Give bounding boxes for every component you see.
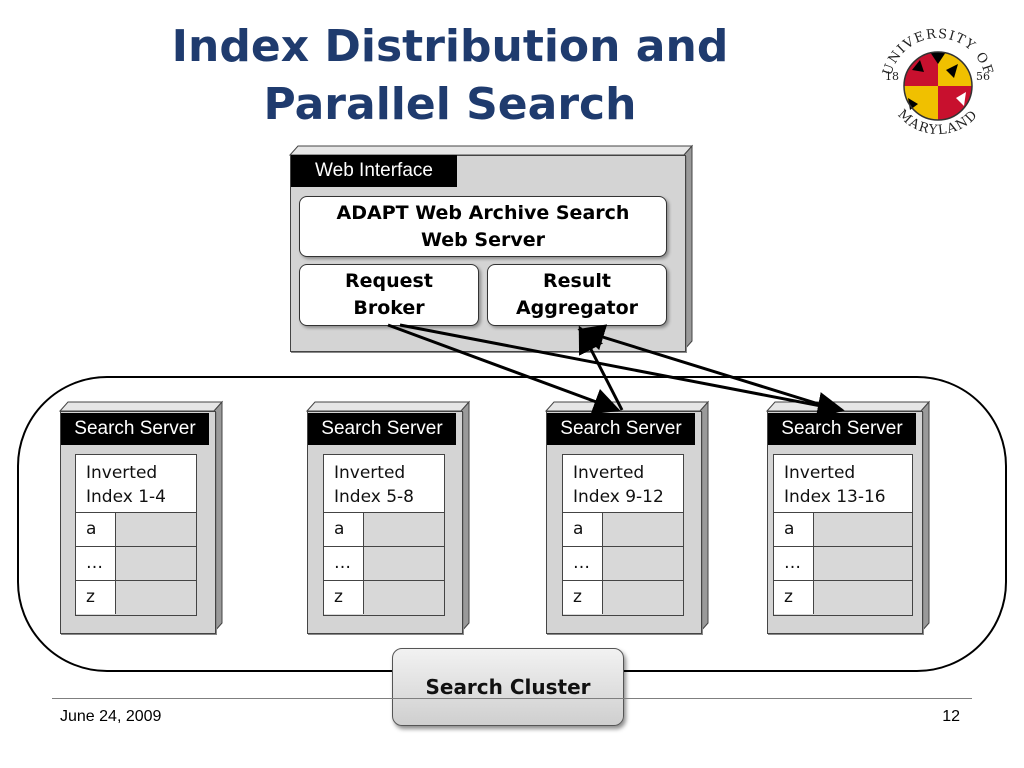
search-server-header-3: Search Server: [547, 413, 695, 445]
index-term: z: [324, 581, 364, 614]
inverted-index-title-line2: Index 13-16: [784, 487, 886, 507]
index-term: …: [324, 547, 364, 580]
index-row: …: [76, 547, 196, 581]
inverted-index-title-line1: Inverted: [573, 463, 645, 483]
slide-title-line1: Index Distribution and: [171, 21, 729, 72]
inverted-index-title-line1: Inverted: [86, 463, 158, 483]
request-broker-label-line2: Broker: [353, 297, 425, 319]
arrow-server-4-to-aggregator: [577, 324, 839, 412]
web-server-box: ADAPT Web Archive Search Web Server: [299, 196, 667, 257]
index-row: …: [774, 547, 912, 581]
footer-date: June 24, 2009: [60, 708, 162, 725]
index-term: …: [76, 547, 116, 580]
inverted-index-table-2: Inverted Index 5-8 a … z: [323, 454, 445, 616]
index-term: z: [76, 581, 116, 614]
web-server-label-line2: Web Server: [421, 228, 545, 251]
search-server-header-1: Search Server: [61, 413, 209, 445]
inverted-index-title-4: Inverted Index 13-16: [774, 455, 912, 513]
inverted-index-title-3: Inverted Index 9-12: [563, 455, 683, 513]
index-row: …: [324, 547, 444, 581]
inverted-index-table-1: Inverted Index 1-4 a … z: [75, 454, 197, 616]
index-row: …: [563, 547, 683, 581]
index-row: a: [774, 513, 912, 547]
search-server-header-2: Search Server: [308, 413, 456, 445]
index-row: z: [324, 581, 444, 614]
inverted-index-title-2: Inverted Index 5-8: [324, 455, 444, 513]
index-row: z: [774, 581, 912, 614]
inverted-index-title-line2: Index 5-8: [334, 487, 414, 507]
result-aggregator-label-line1: Result: [543, 270, 611, 292]
index-term: a: [563, 513, 603, 546]
arrow-broker-to-server-4: [399, 323, 845, 419]
inverted-index-title-line2: Index 9-12: [573, 487, 664, 507]
index-row: a: [563, 513, 683, 547]
inverted-index-table-3: Inverted Index 9-12 a … z: [562, 454, 684, 616]
index-row: z: [563, 581, 683, 614]
request-broker-box: Request Broker: [299, 264, 479, 326]
web-server-label-line1: ADAPT Web Archive Search: [336, 201, 630, 224]
index-term: z: [774, 581, 814, 614]
inverted-index-title-1: Inverted Index 1-4: [76, 455, 196, 513]
index-row: a: [76, 513, 196, 547]
slide-title: Index Distribution and Parallel Search: [120, 18, 780, 134]
logo-year-left: 18: [885, 70, 899, 83]
slide-title-line2: Parallel Search: [263, 79, 637, 130]
inverted-index-title-line1: Inverted: [784, 463, 856, 483]
search-cluster-label: Search Cluster: [392, 648, 624, 726]
request-broker-label-line1: Request: [345, 270, 433, 292]
index-term: a: [76, 513, 116, 546]
inverted-index-title-line2: Index 1-4: [86, 487, 166, 507]
arrow-broker-to-server-3: [387, 323, 621, 415]
index-term: a: [324, 513, 364, 546]
inverted-index-title-line1: Inverted: [334, 463, 406, 483]
university-of-maryland-seal-logo: UNIVERSITY OF MARYLAND 18 56: [880, 27, 994, 138]
result-aggregator-box: Result Aggregator: [487, 264, 667, 326]
index-term: …: [774, 547, 814, 580]
index-row: z: [76, 581, 196, 614]
footer-page-number: 12: [942, 708, 960, 725]
index-term: …: [563, 547, 603, 580]
inverted-index-table-4: Inverted Index 13-16 a … z: [773, 454, 913, 616]
web-interface-header: Web Interface: [291, 155, 457, 187]
result-aggregator-label-line2: Aggregator: [515, 297, 639, 319]
index-term: z: [563, 581, 603, 614]
logo-year-right: 56: [976, 70, 990, 83]
footer-divider: [52, 698, 972, 699]
index-row: a: [324, 513, 444, 547]
index-term: a: [774, 513, 814, 546]
